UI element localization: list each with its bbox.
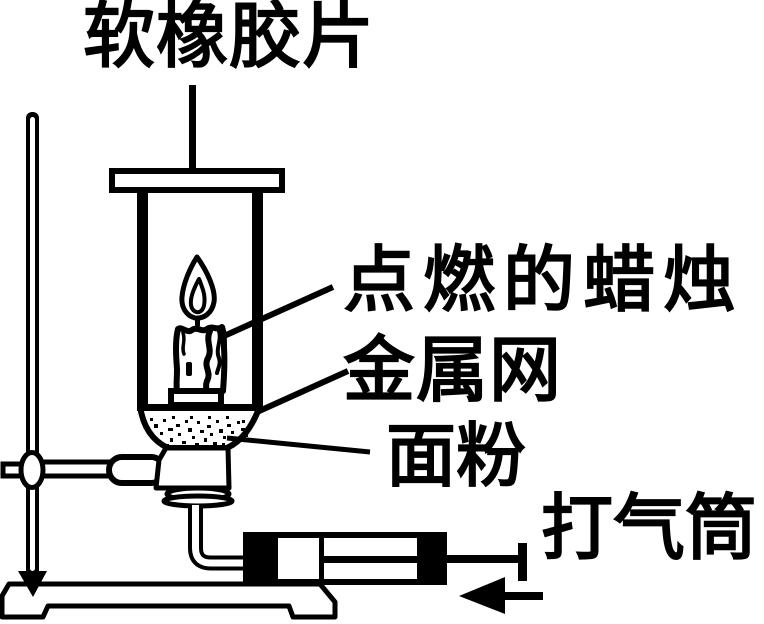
leader-lines — [222, 284, 371, 455]
label-air-pump: 打气筒 — [541, 489, 758, 569]
rubber-sheet-pointer-line — [189, 85, 196, 175]
leader-lit-candle — [222, 284, 335, 339]
label-lit-candle: 点燃的蜡烛 — [343, 241, 744, 321]
air-tube-bore — [192, 505, 243, 567]
funnel-flange-bottom — [161, 493, 235, 509]
pump-handle — [518, 543, 527, 581]
stand-rod-inner — [30, 117, 35, 571]
candle-wax-drip-right — [215, 329, 222, 375]
clamp-knob — [18, 450, 46, 490]
pump-window-left — [278, 538, 319, 579]
pump-piston-rod-inside — [324, 556, 417, 563]
flour-speckles — [150, 416, 251, 448]
label-soft-rubber-sheet: 软橡胶片 — [83, 0, 376, 77]
air-tube — [188, 505, 243, 571]
pump-piston-rod — [447, 555, 519, 563]
label-metal-mesh: 金属网 — [343, 331, 563, 411]
push-arrow — [459, 577, 543, 614]
cylinder-wall-left — [137, 189, 148, 410]
candle-mark — [186, 362, 192, 376]
cylinder-wall-right — [252, 189, 263, 410]
clamp-arm — [37, 459, 117, 479]
candle — [168, 254, 228, 408]
candle-wax-drip-left — [181, 331, 186, 356]
candle-wax-drip-center — [203, 328, 213, 394]
push-arrow-head — [459, 577, 505, 614]
funnel-connector — [153, 445, 235, 509]
air-pump — [243, 532, 527, 585]
air-tube-outline — [188, 505, 243, 571]
stand-base — [0, 581, 338, 620]
leader-flour — [226, 435, 371, 455]
label-flour: 面粉 — [386, 419, 526, 496]
candle-flame-inner — [188, 277, 207, 315]
push-arrow-tail — [501, 592, 543, 600]
rod-foot-arrow — [18, 571, 47, 597]
rubber-sheet-lid — [109, 168, 285, 193]
funnel-body — [153, 445, 232, 491]
leader-metal-mesh — [255, 368, 350, 415]
